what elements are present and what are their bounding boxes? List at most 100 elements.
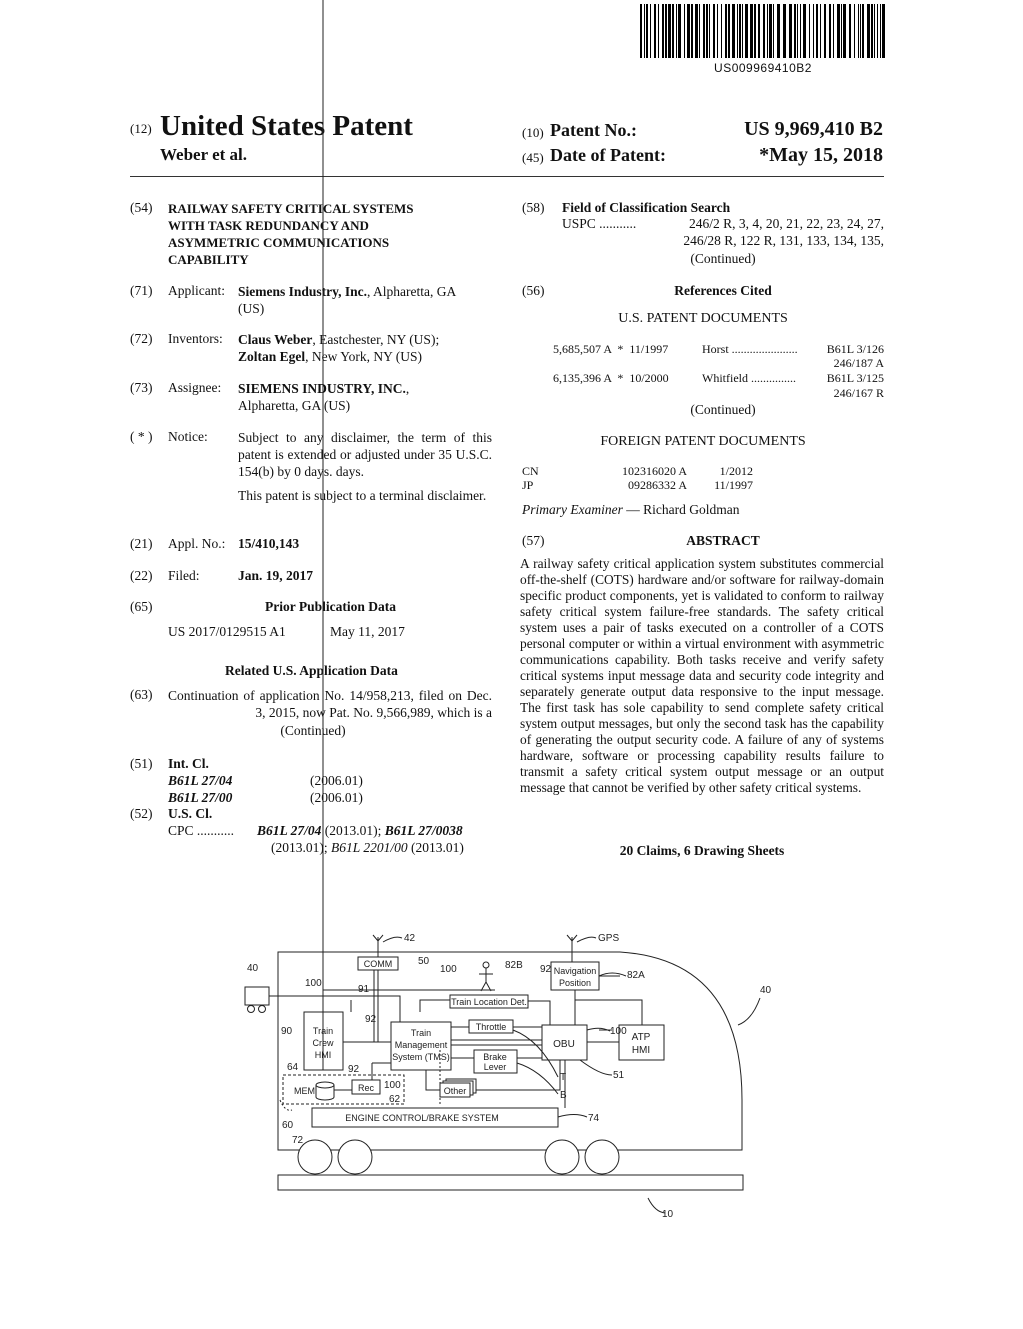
barcode-bar — [750, 4, 753, 58]
barcode-bar — [672, 4, 674, 58]
foreign-docs-heading: FOREIGN PATENT DOCUMENTS — [600, 434, 806, 449]
ref-numeral: 72 — [292, 1135, 304, 1146]
barcode-bar — [824, 4, 826, 58]
obu-label: OBU — [553, 1039, 575, 1050]
throttle-label: Throttle — [476, 1022, 507, 1032]
code-45: (45) — [522, 150, 544, 165]
foreign-number: 102316020 A — [621, 464, 687, 478]
ref-numeral: 51 — [613, 1070, 625, 1081]
tms-label: System (TMS) — [392, 1052, 450, 1062]
cpc-label: CPC ........... — [168, 823, 235, 838]
references-continued[interactable]: (Continued) — [690, 402, 756, 417]
int-class: B61L 27/04 — [168, 773, 233, 788]
cpc-class: B61L 27/04 — [257, 823, 322, 838]
prior-publication-heading: Prior Publication Data — [265, 599, 396, 614]
continuation-text: Continuation of application No. 14/958,2… — [168, 688, 492, 720]
barcode-bar — [860, 4, 861, 58]
classification-continued[interactable]: (Continued) — [690, 251, 756, 266]
inventor-name: Zoltan Egel — [238, 349, 306, 364]
barcode-bar — [874, 4, 875, 58]
barcode-bar — [732, 4, 735, 58]
barcode-bar — [640, 4, 642, 58]
tms-label: Management — [395, 1040, 448, 1050]
crew-hmi-label: Crew — [312, 1038, 334, 1048]
barcode-bar — [739, 4, 741, 58]
examiner-label: Primary Examiner — [522, 502, 623, 517]
continued-link[interactable]: (Continued) — [280, 723, 346, 738]
ref-numeral: 60 — [282, 1120, 294, 1131]
foreign-number: 09286332 A — [627, 478, 687, 492]
classification-heading: Field of Classification Search — [562, 200, 731, 215]
ref-numeral: 50 — [418, 956, 430, 967]
person-icon-body — [479, 968, 493, 992]
title-line: WITH TASK REDUNDANCY AND — [168, 218, 369, 233]
ref-numeral: 62 — [389, 1094, 401, 1105]
barcode-bar — [713, 4, 715, 58]
cpc-line-1: B61L 27/04 (2013.01); B61L 27/0038 — [257, 823, 463, 839]
us-ref-name: Horst ...................... — [702, 342, 798, 356]
brake-lever-box — [473, 1049, 518, 1074]
ref-numeral: 91 — [358, 984, 370, 995]
barcode-bar — [854, 4, 855, 58]
us-ref-class: B61L 3/126 — [826, 342, 884, 356]
assignee: SIEMENS INDUSTRY, INC., Alpharetta, GA (… — [238, 381, 410, 413]
body-edge — [279, 1099, 293, 1111]
foreign-country: JP — [522, 478, 534, 492]
code-22: (22) — [130, 568, 153, 583]
barcode-bar — [699, 4, 700, 58]
barcode-bar — [650, 4, 651, 58]
wheel — [584, 1139, 620, 1175]
ref-numeral: 100 — [384, 1080, 401, 1091]
barcode-bar — [880, 4, 881, 58]
barcode-bar — [882, 4, 885, 58]
ref-numeral: 100 — [440, 964, 457, 975]
applicant-country: (US) — [238, 301, 265, 316]
remote-unit-wheel — [247, 1005, 255, 1013]
code-58: (58) — [522, 200, 545, 215]
rec-label: Rec — [358, 1083, 375, 1093]
brake-label: Brake — [483, 1052, 507, 1062]
barcode-bar — [668, 4, 671, 58]
foreign-date: 1/2012 — [719, 464, 753, 478]
uspc-line: 246/2 R, 3, 4, 20, 21, 22, 23, 24, 27, — [688, 216, 884, 231]
foreign-date: 11/1997 — [714, 478, 753, 492]
barcode-bar — [833, 4, 834, 58]
code-21: (21) — [130, 536, 153, 551]
rail — [277, 1174, 744, 1191]
ref-numeral: 64 — [287, 1062, 299, 1073]
barcode-bar — [789, 4, 792, 58]
barcode-bar — [665, 4, 667, 58]
wheel — [337, 1139, 373, 1175]
ref-numeral: 74 — [588, 1113, 600, 1124]
barcode-bar — [809, 4, 810, 58]
barcode-bar — [773, 4, 774, 58]
barcode-bar — [769, 4, 772, 58]
barcode-number: US009969410B2 — [714, 61, 812, 75]
cpc-version: (2013.01); — [321, 823, 385, 838]
code-57: (57) — [522, 533, 545, 548]
barcode-bar — [797, 4, 798, 58]
barcode-bar — [654, 4, 656, 58]
barcode-bar — [703, 4, 705, 58]
ref-numeral: 92 — [365, 1014, 377, 1025]
barcode-bar — [662, 4, 664, 58]
barcode-bar — [721, 4, 722, 58]
ref-numeral: 90 — [281, 1026, 293, 1037]
cpc-version: (2013.01); — [271, 840, 331, 855]
crew-hmi-label: HMI — [315, 1050, 332, 1060]
assignee-label: Assignee: — [168, 380, 222, 395]
claims-summary: 20 Claims, 6 Drawing Sheets — [619, 843, 785, 858]
tms-label: Train — [411, 1028, 431, 1038]
atp-label: ATP — [632, 1032, 651, 1043]
ref-numeral: GPS — [598, 933, 619, 944]
ref-numeral: 100 — [305, 978, 322, 989]
barcode-bar — [820, 4, 821, 58]
applicant-location: , Alpharetta, GA — [367, 284, 457, 299]
terminal-disclaimer: This patent is subject to a terminal dis… — [238, 488, 487, 503]
int-cl-label: Int. Cl. — [168, 756, 209, 771]
brake-label: Lever — [484, 1062, 507, 1072]
assignee-location: Alpharetta, GA (US) — [238, 398, 351, 413]
applicant-label: Applicant: — [168, 283, 225, 298]
tms-box — [390, 1021, 452, 1071]
barcode-bar — [867, 4, 870, 58]
